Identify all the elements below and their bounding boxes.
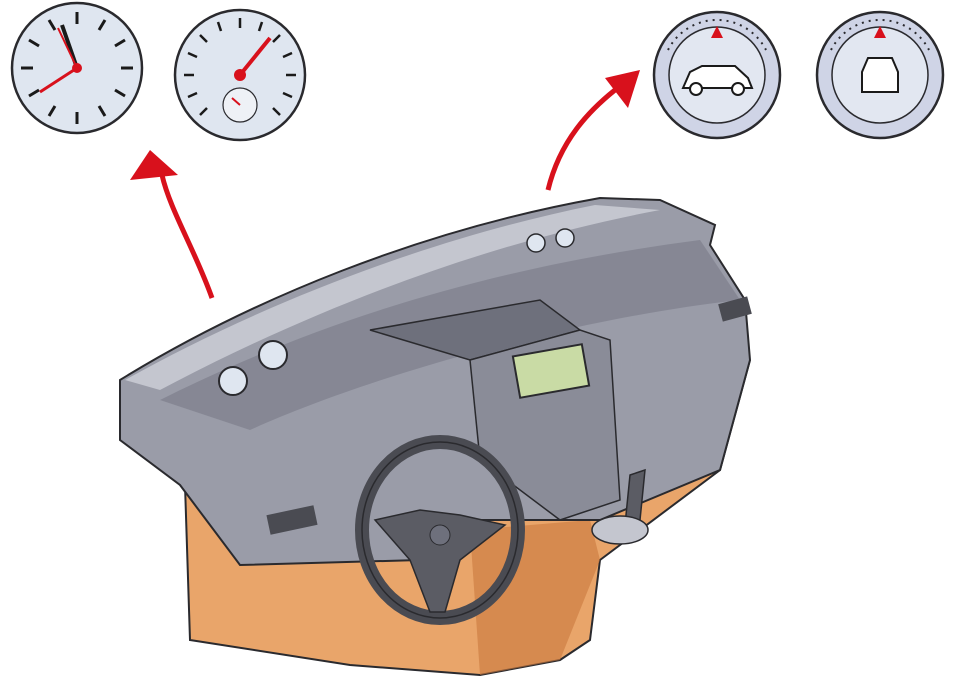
gear-shifter (591, 468, 649, 545)
vents (266, 296, 752, 535)
steering-wheel (355, 435, 525, 625)
small-dash-gauges (218, 228, 575, 396)
center-display (511, 343, 591, 399)
arrow-left (130, 150, 215, 299)
speedometer-gauge (173, 8, 307, 142)
inclinometer-front-gauge (815, 10, 945, 140)
dashboard-body (119, 196, 752, 677)
inclinometer-side-gauge (652, 10, 782, 140)
clock-gauge (10, 1, 144, 135)
arrow-right (545, 70, 640, 191)
